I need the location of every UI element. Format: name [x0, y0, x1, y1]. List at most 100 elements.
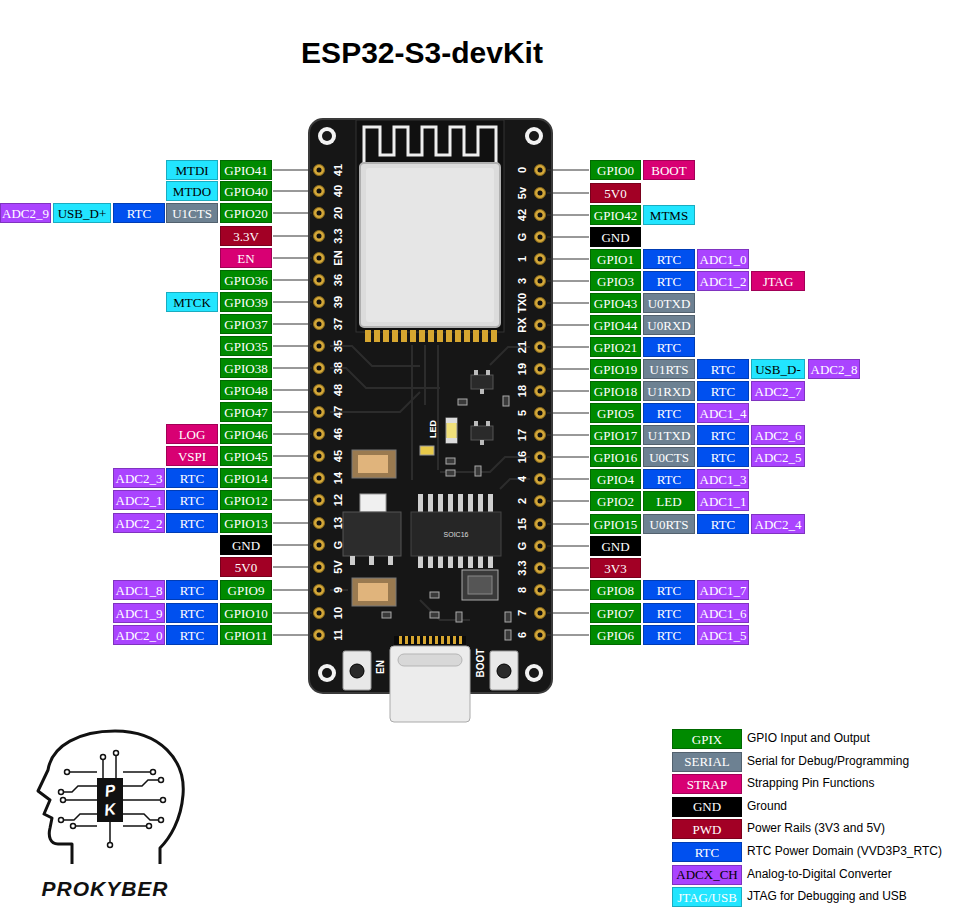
pin-label: USB_D- — [751, 359, 805, 379]
header-pad — [314, 630, 325, 641]
silkscreen-pin-number: EN — [333, 250, 344, 265]
pin-name: U1TXD — [648, 429, 691, 442]
header-pad — [535, 320, 546, 331]
pin-name: GPIO39 — [224, 296, 267, 309]
pin-name: GPIO17 — [594, 429, 637, 442]
pin-label: ADC2_5 — [751, 447, 805, 467]
pin-name: U1CTS — [172, 207, 212, 220]
pin-label: U1RXD — [643, 381, 695, 401]
push-button — [343, 651, 518, 690]
pin-name: ADC2_0 — [116, 629, 163, 642]
pin-name: GPIO40 — [224, 185, 267, 198]
pin-name: GPIO10 — [224, 607, 267, 620]
pin-label: GPIO15 — [590, 514, 641, 534]
header-hole — [538, 213, 543, 218]
wifi-module — [356, 120, 504, 342]
header-hole — [538, 522, 543, 527]
header-hole — [317, 454, 322, 459]
leader-line — [547, 237, 589, 238]
leader-line — [273, 346, 312, 347]
leader-line — [273, 302, 312, 303]
header-hole — [317, 498, 322, 503]
pin-name: ADC2_3 — [116, 472, 163, 485]
pin-label: MTDI — [166, 160, 218, 180]
header-hole — [538, 279, 543, 284]
pin-name: ADC2_1 — [116, 494, 163, 507]
leader-line — [547, 391, 589, 392]
silkscreen-pin-number: 10 — [333, 607, 344, 619]
pin-name: GPIO41 — [224, 164, 267, 177]
pin-name: ADC1_6 — [700, 607, 747, 620]
pin-label: ADC2_7 — [751, 381, 805, 401]
pin-name: GPIO35 — [224, 340, 267, 353]
pin-label: GPIO13 — [220, 513, 272, 533]
pin-label: RTC — [697, 359, 749, 379]
header-pad — [535, 585, 546, 596]
leader-line — [273, 368, 312, 369]
pin-name: U0TXD — [648, 297, 691, 310]
leader-line — [273, 635, 312, 636]
leader-line — [273, 613, 312, 614]
silkscreen-pin-number: 3.3 — [333, 228, 344, 243]
pin-name: U1RTS — [650, 363, 689, 376]
pin-name: ADC2_9 — [2, 207, 49, 220]
header-pad — [535, 386, 546, 397]
pin-label: GPIO5 — [590, 403, 641, 423]
header-hole — [538, 499, 543, 504]
pin-name: EN — [237, 252, 254, 265]
pin-label: GPIO36 — [220, 270, 272, 290]
pin-name: GPIO20 — [224, 207, 267, 220]
header-hole — [538, 566, 543, 571]
header-pad — [535, 276, 546, 287]
pin-label: RTC — [113, 203, 165, 223]
header-hole — [538, 477, 543, 482]
silkscreen-pin-number: 47 — [333, 406, 344, 418]
pin-name: MTCK — [173, 296, 211, 309]
silkscreen-pin-number: 36 — [333, 274, 344, 286]
header-pad — [535, 541, 546, 552]
pin-label: ADC2_3 — [113, 468, 165, 488]
leader-line — [547, 524, 589, 525]
silkscreen-pin-number: 3 — [517, 278, 528, 284]
usb-uart-chip — [411, 494, 501, 568]
pin-label: GPIO47 — [220, 402, 272, 422]
silkscreen-pin-number: 9 — [333, 587, 344, 593]
header-pad — [314, 473, 325, 484]
pin-name: GPIO42 — [594, 209, 637, 222]
pin-name: ADC1_7 — [700, 584, 747, 597]
pin-label: 3.3V — [220, 226, 272, 246]
header-hole — [317, 543, 322, 548]
logo — [38, 731, 183, 864]
leader-line — [273, 412, 312, 413]
pin-name: GND — [601, 540, 629, 553]
pin-label: GPIO12 — [220, 490, 272, 510]
legend-code: JTAG/USB — [677, 891, 737, 904]
header-pad — [314, 275, 325, 286]
silkscreen-pin-number: 12 — [333, 494, 344, 506]
silkscreen-pin-number: 8 — [517, 587, 528, 593]
legend-text: Ground — [747, 800, 787, 812]
silkscreen-pin-number: 16 — [517, 451, 528, 463]
header-pad — [314, 208, 325, 219]
legend-swatch: ADCX_CH — [672, 865, 742, 885]
pin-label: ADC1_5 — [697, 625, 749, 645]
leader-line — [273, 590, 312, 591]
pin-name: GPIO18 — [594, 385, 637, 398]
header-pad — [314, 585, 325, 596]
header-hole — [317, 256, 322, 261]
leader-line — [273, 456, 312, 457]
pin-name: GPIO37 — [224, 318, 267, 331]
silkscreen-pin-number: G — [517, 233, 528, 242]
header-hole — [317, 168, 322, 173]
silkscreen-pin-number: 38 — [333, 362, 344, 374]
board-text: EN — [376, 660, 386, 674]
leader-line — [273, 236, 312, 237]
header-pad — [314, 297, 325, 308]
legend-swatch: PWD — [672, 819, 742, 839]
pin-label: ADC1_2 — [697, 271, 749, 291]
pin-name: GPIO36 — [224, 274, 267, 287]
pin-name: GPIO7 — [597, 607, 634, 620]
transistor — [471, 370, 493, 445]
silkscreen-pin-number: TX0 — [517, 293, 528, 313]
silkscreen-pin-number: 40 — [333, 185, 344, 197]
